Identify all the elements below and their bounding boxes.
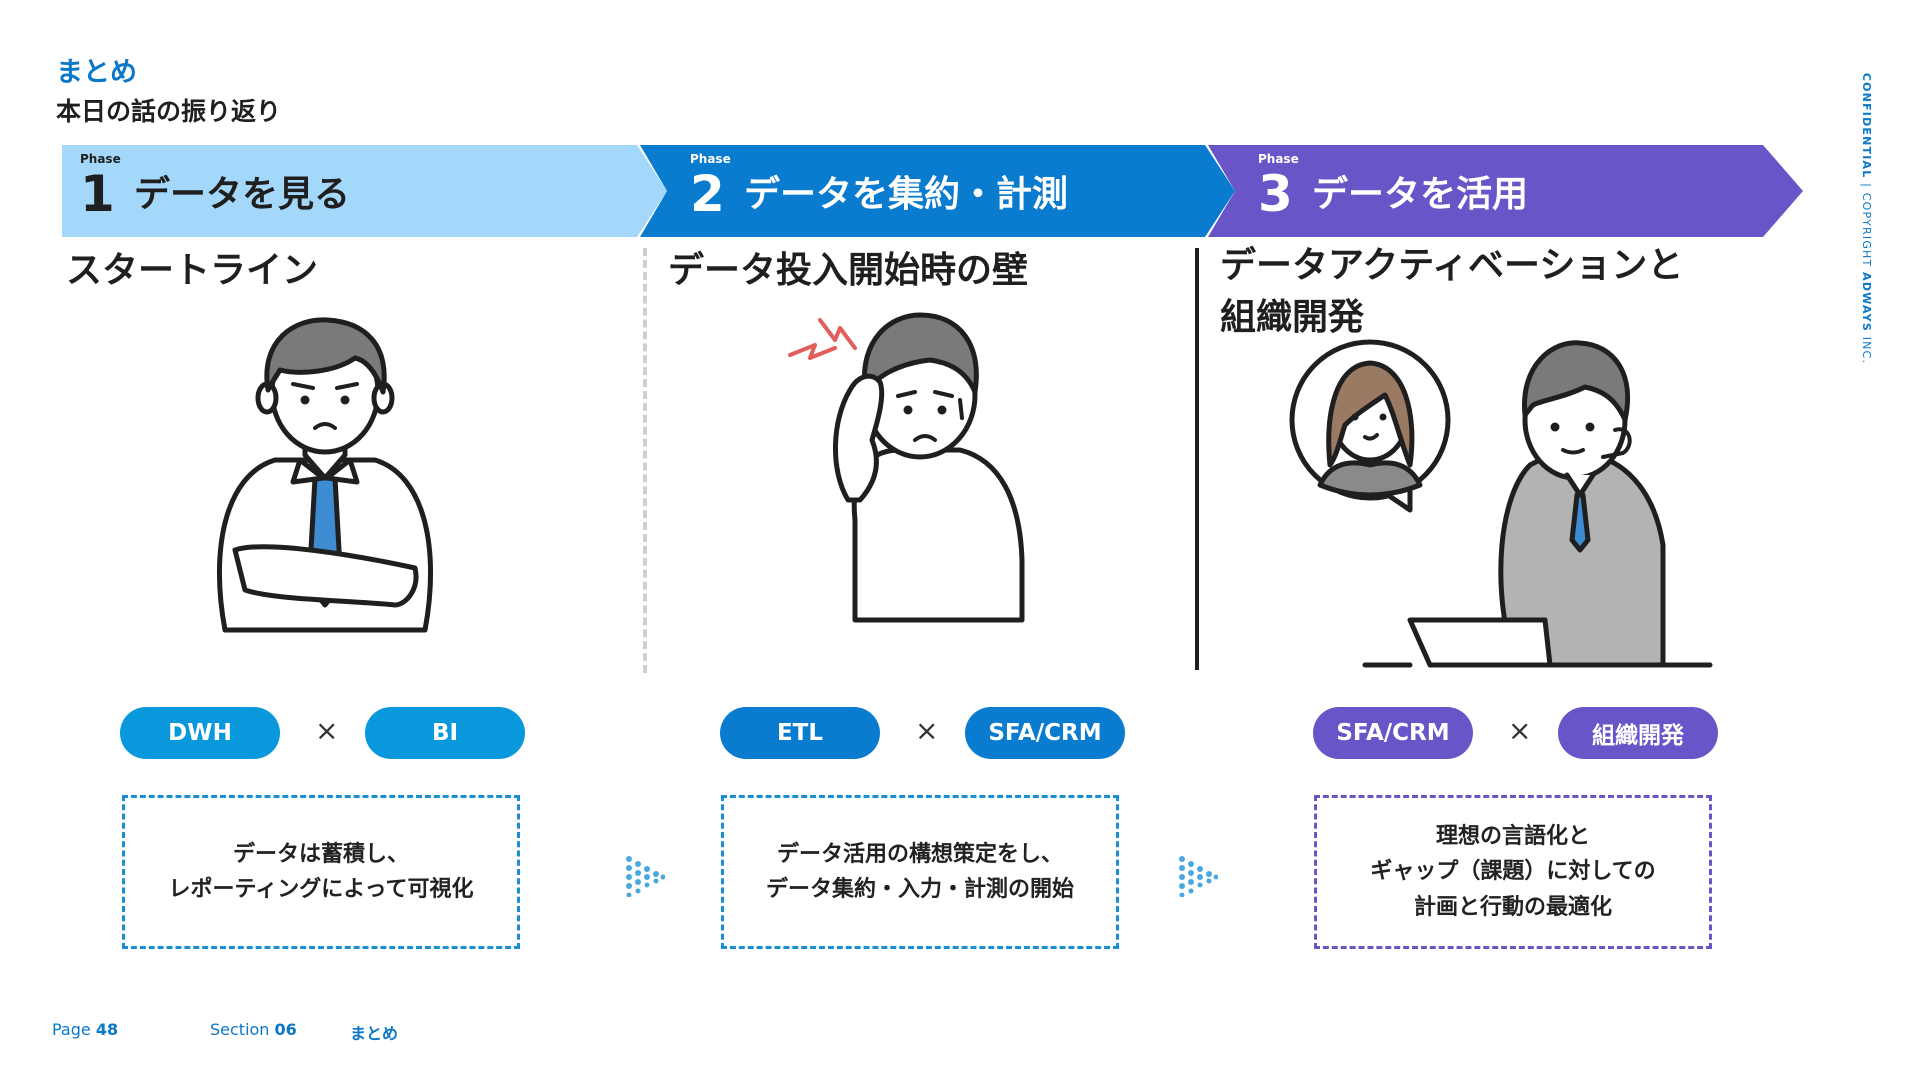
phase-2-arrow-shape [640,145,1235,237]
column-1-title: スタートライン [66,245,318,297]
column-3-title: データアクティベーションと 組織開発 [1220,240,1683,344]
note-2-line1: データ活用の構想策定をし、 [776,841,1063,867]
times-2: × [915,714,939,747]
column-3-title-line1: データアクティベーションと [1220,245,1684,286]
section-name: まとめ [350,1024,399,1043]
phase-3-title: データを活用 [1312,174,1529,215]
note-3-line3: 計画と行動の最適化 [1413,894,1612,920]
section-indicator: Section 06 [210,1020,297,1039]
suffix-label: INC. [1859,336,1873,365]
column-3-title-line2: 組織開発 [1220,297,1365,339]
note-box-3: 理想の言語化と ギャップ（課題）に対しての 計画と行動の最適化 [1314,795,1712,949]
note-1-line2: レポーティングによって可視化 [168,877,474,902]
note-3-line2: ギャップ（課題）に対しての [1370,859,1656,885]
phase-1-arrow-shape [62,145,667,237]
video-meeting-illustration [1289,339,1713,668]
times-3: × [1508,714,1532,747]
next-arrow-icon-2 [1179,856,1218,897]
man-headache-illustration [788,312,1025,623]
times-1: × [315,714,339,747]
section-label: まとめ [56,57,137,88]
phase-3-arrow-shape [1208,145,1803,237]
section-number: 06 [274,1020,297,1039]
note-3-line1: 理想の言語化と [1435,824,1590,850]
phase-2-title: データを集約・計測 [744,174,1069,215]
page-number: 48 [95,1020,119,1039]
note-box-1: データは蓄積し、 レポーティングによって可視化 [122,795,520,949]
column-divider-solid [1195,248,1199,670]
column-2-title: データ投入開始時の壁 [668,245,1028,297]
phase-2-number: 2 [690,165,725,223]
phase-1-banner: Phase 1 データを見る [62,145,667,237]
note-2-line2: データ集約・入力・計測の開始 [765,877,1074,902]
section-word: Section [210,1020,270,1039]
column-1-title-line1: スタートライン [66,250,319,291]
man-arms-crossed-illustration [216,317,434,633]
next-arrow-icon [626,856,665,897]
column-2-title-line1: データ投入開始時の壁 [668,250,1029,291]
column-divider-dashed [643,248,647,673]
page-heading: 本日の話の振り返り [56,97,282,126]
tag-org-development: 組織開発 [1558,707,1718,759]
tag-sfa-crm-2: SFA/CRM [1313,707,1473,759]
brand-label: ADWAYS [1859,272,1873,332]
copyright-label: COPYRIGHT [1859,192,1873,268]
note-1-line1: データは蓄積し、 [232,841,409,867]
phase-2-banner: Phase 2 データを集約・計測 [640,145,1235,237]
tag-etl: ETL [720,707,880,759]
phase-3-tag: Phase [1258,152,1299,166]
confidential-label: CONFIDENTIAL [1859,72,1873,179]
tag-dwh: DWH [120,707,280,759]
confidential-copyright-mark: CONFIDENTIAL | COPYRIGHT ADWAYS INC. [1860,73,1873,364]
phase-2-tag: Phase [690,152,731,166]
phase-1-title: データを見る [134,174,351,215]
tag-sfa-crm: SFA/CRM [965,707,1125,759]
tag-bi: BI [365,707,525,759]
phase-1-tag: Phase [80,152,121,166]
phase-3-number: 3 [1258,165,1293,223]
phase-3-banner: Phase 3 データを活用 [1208,145,1803,237]
page-indicator: Page 48 [52,1020,118,1039]
phase-1-number: 1 [80,165,115,223]
separator: | [1859,183,1873,189]
page-label: Page [52,1020,91,1039]
note-box-2: データ活用の構想策定をし、 データ集約・入力・計測の開始 [721,795,1119,949]
